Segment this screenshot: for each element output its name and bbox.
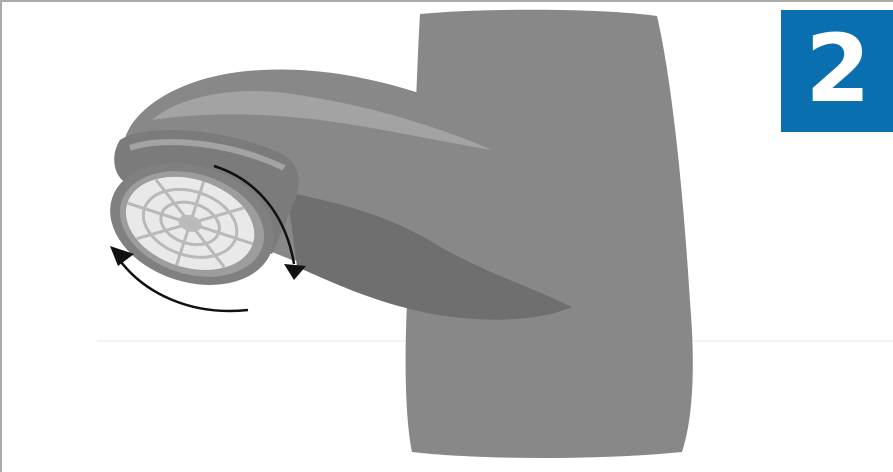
rotation-arrowhead-top [284, 264, 306, 280]
collar-ring [128, 139, 286, 171]
faucet-spout [122, 69, 622, 327]
step-badge: 2 [781, 10, 893, 132]
aerator-screen-icon [110, 163, 274, 285]
counterclockwise-rotation-arrows [110, 164, 306, 313]
spout-highlight [152, 91, 492, 150]
rotation-arrow-bottom [116, 257, 249, 313]
step-number: 2 [805, 15, 871, 124]
rotation-arrowhead-bottom [110, 246, 134, 266]
rotation-arrow-top [213, 164, 296, 265]
spout-shadow [287, 192, 572, 320]
